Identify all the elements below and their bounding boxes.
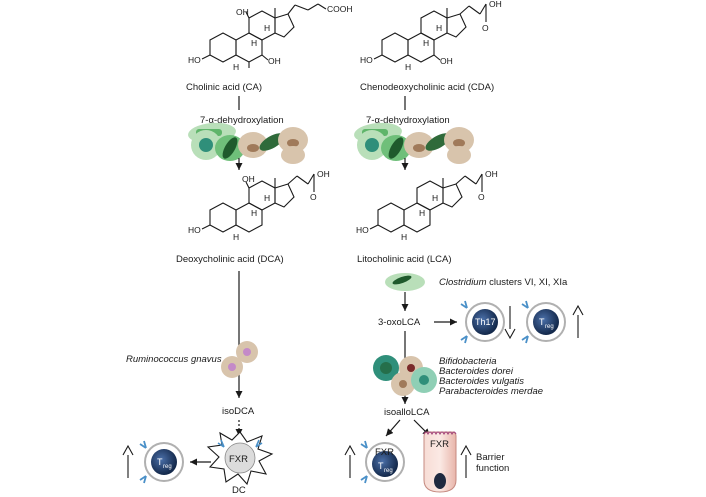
- down-arrow-icon: [504, 306, 516, 340]
- bacteria-list-item: Bacteroides dorei: [439, 366, 514, 377]
- up-arrow-icon: [122, 444, 134, 478]
- oh-atom: OH: [317, 169, 330, 179]
- ho-atom: HO: [360, 55, 373, 65]
- fxr-label: FXR: [229, 454, 248, 465]
- up-arrow-icon: [344, 444, 356, 478]
- h-atom: H: [401, 232, 407, 242]
- th17-cell: [460, 300, 505, 344]
- h-atom: H: [405, 62, 411, 72]
- h-atom: H: [233, 232, 239, 242]
- ho-atom: HO: [356, 225, 369, 235]
- h-atom: H: [251, 38, 257, 48]
- barrier-label: function: [476, 463, 509, 474]
- ruminococcus-cells: [221, 341, 258, 378]
- treg-cell-left: [139, 440, 184, 484]
- o-atom: O: [478, 192, 485, 202]
- isoallolca-label: isoalloLCA: [384, 407, 430, 418]
- arrow: [385, 419, 401, 437]
- clostridium-cell: [385, 273, 425, 291]
- up-arrow-icon: [572, 304, 584, 338]
- gut-bacteria-cluster: [354, 122, 474, 164]
- cdca-structure: OH O HO OH H H H: [360, 0, 502, 72]
- fxr-label: FXR: [430, 439, 449, 450]
- o-atom: O: [482, 23, 489, 33]
- h-atom: H: [251, 208, 257, 218]
- cholic-acid-structure: OH COOH HO OH H H H: [188, 3, 353, 72]
- up-arrow-icon: [460, 444, 472, 478]
- oh-atom: OH: [440, 56, 453, 66]
- treg-label: T: [157, 457, 163, 467]
- h-atom: H: [432, 193, 438, 203]
- bacteria-list-item: Bacteroides vulgatis: [439, 376, 524, 387]
- treg-sub-label: reg: [163, 464, 172, 470]
- treg-sub-label: reg: [545, 324, 554, 330]
- treg-label: T: [378, 461, 384, 471]
- treg-cell-fxr: [360, 440, 405, 484]
- barrier-label: Barrier: [476, 452, 505, 463]
- oh-atom: OH: [489, 0, 502, 9]
- dendritic-cell: [206, 431, 274, 486]
- h-atom: H: [419, 208, 425, 218]
- h-atom: H: [264, 193, 270, 203]
- treg-label: T: [539, 317, 545, 327]
- h-atom: H: [233, 62, 239, 72]
- oh-atom: OH: [268, 56, 281, 66]
- commensal-bacteria-cluster: [373, 355, 437, 396]
- clostridium-label: Clostridium clusters VI, XI, XIa: [439, 277, 568, 288]
- dehydroxylation-label: 7-α-dehydroxylation: [366, 115, 450, 126]
- epithelial-cell: [423, 431, 457, 493]
- ruminococcus-label: Ruminococcus gnavus: [126, 354, 222, 365]
- dehydroxylation-label: 7-α-dehydroxylation: [200, 115, 284, 126]
- deoxycholic-acid-label: Deoxycholinic acid (DCA): [176, 254, 284, 265]
- isodca-label: isoDCA: [222, 406, 255, 417]
- h-atom: H: [264, 23, 270, 33]
- h-atom: H: [423, 38, 429, 48]
- th17-label: Th17: [475, 317, 496, 327]
- cooh-atom: COOH: [327, 4, 353, 14]
- lca-structure: OH O HO H H H: [356, 169, 498, 242]
- bacteria-list-item: Parabacteroides merdae: [439, 386, 543, 397]
- oxolca-label: 3-oxoLCA: [378, 317, 421, 328]
- fxr-label: FXR: [375, 447, 394, 458]
- cdca-label: Chenodeoxycholinic acid (CDA): [360, 82, 494, 93]
- h-atom: H: [436, 23, 442, 33]
- treg-cell-right: [521, 300, 566, 344]
- cholic-acid-label: Cholinic acid (CA): [186, 82, 262, 93]
- oh-atom: OH: [242, 174, 255, 184]
- bacteria-list-item: Bifidobacteria: [439, 356, 497, 367]
- dc-label: DC: [232, 485, 246, 496]
- o-atom: O: [310, 192, 317, 202]
- ho-atom: HO: [188, 225, 201, 235]
- deoxycholic-acid-structure: OH OH O HO H H H: [188, 169, 330, 242]
- oh-atom: OH: [485, 169, 498, 179]
- ho-atom: HO: [188, 55, 201, 65]
- treg-sub-label: reg: [384, 468, 393, 474]
- oh-atom: OH: [236, 7, 249, 17]
- gut-bacteria-cluster: [188, 122, 308, 164]
- lca-label: Litocholinic acid (LCA): [357, 254, 452, 265]
